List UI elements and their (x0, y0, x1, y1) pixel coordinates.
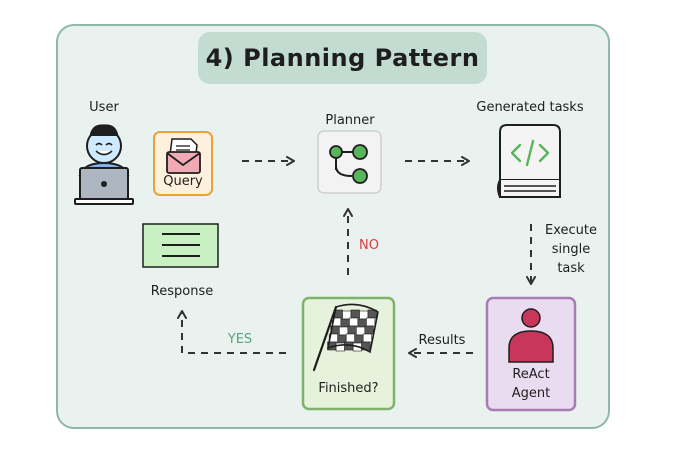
yes-label: YES (227, 332, 253, 347)
results-label: Results (418, 333, 466, 348)
flag-check-square (347, 325, 357, 335)
execute-label-line1: Execute (545, 223, 597, 238)
generated-tasks-label: Generated tasks (476, 100, 584, 115)
arrow-finished-to-response (177, 310, 286, 354)
agent-person-icon (508, 308, 554, 363)
query-node (153, 131, 213, 196)
execute-label-line2: single (551, 242, 591, 257)
diagram-title: 4) Planning Pattern (205, 44, 480, 72)
flag-check-square (345, 333, 356, 343)
title-pill (198, 32, 487, 84)
flag-check-square (362, 333, 373, 343)
execute-label-line3: task (557, 261, 585, 276)
flag-check-square (364, 325, 374, 335)
branch-icon (329, 144, 368, 184)
planner-node (317, 130, 382, 194)
planner-label: Planner (325, 113, 375, 128)
flag-check-square (349, 317, 359, 327)
finished-label: Finished? (318, 381, 379, 396)
no-label: NO (359, 238, 379, 253)
finished-node (301, 296, 396, 411)
flow-arrows (177, 156, 536, 358)
flag-check-square (350, 309, 360, 319)
user-label: User (89, 100, 119, 115)
code-book-icon (497, 124, 561, 198)
react-agent-label-line2: Agent (511, 386, 551, 401)
response-node (142, 223, 219, 268)
document-lines-icon (162, 233, 200, 257)
checkered-flag-icon (312, 303, 379, 372)
person-at-laptop-icon (74, 124, 134, 205)
envelope-icon (166, 138, 201, 174)
react-agent-node (485, 296, 577, 412)
response-label: Response (150, 284, 214, 299)
flag-check-square (366, 317, 376, 327)
react-agent-label-line1: ReAct (512, 367, 550, 382)
query-label: Query (163, 174, 203, 189)
